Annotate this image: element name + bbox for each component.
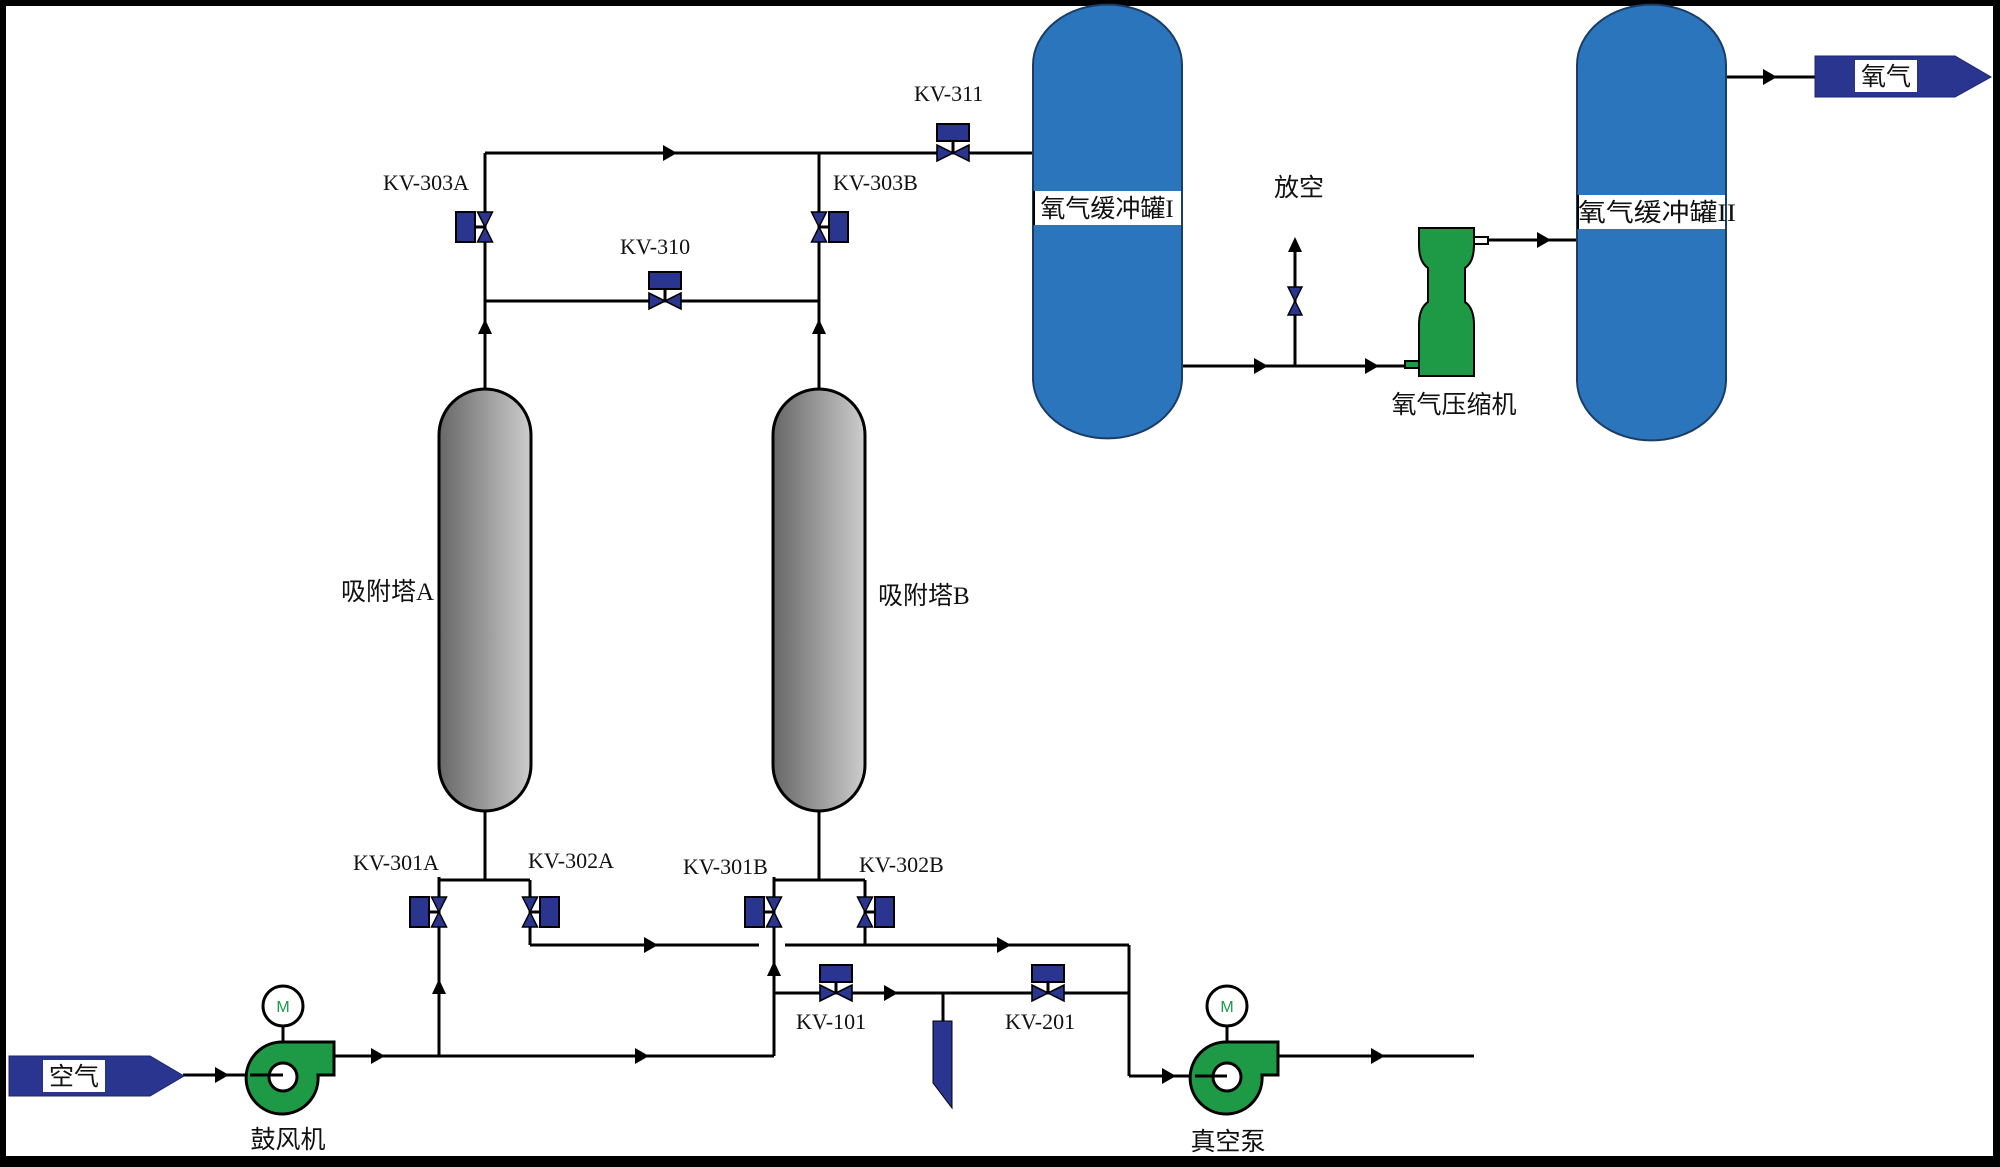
blower[interactable]: M 鼓风机 <box>244 984 336 1154</box>
valve-label: KV-301B <box>683 854 768 879</box>
actuator-icon <box>1031 964 1065 983</box>
motor-label: M <box>276 999 289 1016</box>
actuator-icon <box>819 964 853 983</box>
actuator-icon <box>828 211 849 243</box>
compressor-outlet-nozzle <box>1473 236 1489 245</box>
oxygen-compressor[interactable]: 氧气压缩机 <box>1391 227 1517 419</box>
blower-hub-icon <box>267 1061 299 1093</box>
tank-2-label-box <box>1578 195 1725 229</box>
tower-b-vessel <box>771 387 867 813</box>
valve-kv-302a[interactable]: KV-302A <box>521 848 615 928</box>
vent[interactable]: 放空 <box>1274 174 1324 316</box>
actuator-icon <box>874 896 895 928</box>
actuator-icon <box>936 123 970 142</box>
tank-1-label-box <box>1034 191 1181 225</box>
tower-a-label: 吸附塔A <box>341 578 434 606</box>
tank-1-label: 氧气缓冲罐I <box>1040 195 1173 223</box>
air-inlet-label: 空气 <box>49 1063 99 1091</box>
valve-kv-303b[interactable]: KV-303B <box>810 170 918 243</box>
adsorption-tower-a[interactable]: 吸附塔A <box>341 387 533 813</box>
tower-b-label: 吸附塔B <box>878 582 970 610</box>
vacuum-pump-label: 真空泵 <box>1190 1128 1265 1156</box>
motor-icon <box>1205 984 1249 1028</box>
actuator-icon <box>409 896 430 928</box>
valve-kv-201[interactable]: KV-201 <box>1005 964 1075 1034</box>
adsorption-tower-b[interactable]: 吸附塔B <box>771 387 970 813</box>
air-inlet-tag[interactable]: 空气 <box>8 1055 185 1097</box>
tower-a-vessel <box>437 387 533 813</box>
valve-kv-301a[interactable]: KV-301A <box>353 850 448 928</box>
air-inlet-label-box <box>43 1060 105 1092</box>
valve-label: KV-303B <box>833 170 918 195</box>
valve-kv-301b[interactable]: KV-301B <box>683 854 783 928</box>
actuator-icon <box>539 896 560 928</box>
motor-label: M <box>1220 999 1233 1016</box>
valve-label: KV-101 <box>796 1009 866 1034</box>
oxygen-outlet-label-box <box>1855 60 1917 92</box>
valve-label: KV-310 <box>620 234 690 259</box>
blower-label: 鼓风机 <box>250 1126 325 1154</box>
compressor-label: 氧气压缩机 <box>1391 391 1516 419</box>
valve-label: KV-302B <box>859 852 944 877</box>
actuator-icon <box>648 271 682 290</box>
vacuum-pump[interactable]: M 真空泵 <box>1188 984 1280 1156</box>
valve-kv-101[interactable]: KV-101 <box>796 964 866 1034</box>
compressor-inlet-nozzle <box>1404 360 1420 369</box>
motor-icon <box>261 984 305 1028</box>
valve-label: KV-302A <box>528 848 614 873</box>
compressor-icon <box>1418 227 1475 377</box>
valve-kv-302b[interactable]: KV-302B <box>856 852 944 928</box>
actuator-icon <box>455 211 476 243</box>
oxygen-outlet-label: 氧气 <box>1861 63 1911 91</box>
vent-label: 放空 <box>1274 174 1324 202</box>
valve-label: KV-201 <box>1005 1009 1075 1034</box>
valve-label: KV-311 <box>914 81 983 106</box>
actuator-icon <box>744 896 765 928</box>
valve-kv-310[interactable]: KV-310 <box>620 234 690 310</box>
valve-label: KV-303A <box>383 170 469 195</box>
valve-kv-303a[interactable]: KV-303A <box>383 170 494 243</box>
separator-vessel-icon[interactable] <box>932 1020 953 1110</box>
tank-2-label: 氧气缓冲罐II <box>1578 199 1736 227</box>
oxygen-buffer-tank-1[interactable]: 氧气缓冲罐I <box>1032 3 1183 440</box>
oxygen-buffer-tank-2[interactable]: 氧气缓冲罐II <box>1576 3 1736 442</box>
valve-label: KV-301A <box>353 850 439 875</box>
oxygen-outlet-tag[interactable]: 氧气 <box>1814 55 1993 98</box>
valve-kv-311[interactable]: KV-311 <box>914 81 983 162</box>
